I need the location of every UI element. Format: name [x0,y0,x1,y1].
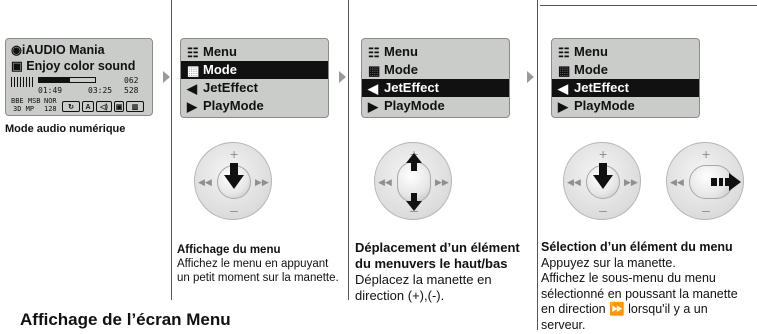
up-down-arrow-icon [406,153,422,211]
divider-2 [348,0,349,300]
elapsed-time: 01:49 [38,86,63,95]
joystick-dial-updown: + – ◀◀ ▶▶ [374,142,452,220]
top-rule [540,5,757,6]
menu-screen-2: ☷Menu ▦Mode ◀JetEffect ▶PlayMode [361,38,510,118]
menu-row: ☷Menu [558,44,608,60]
mode-line-1: NOR [44,97,57,105]
menu-row: ▶PlayMode [368,98,445,114]
minus-label: – [230,202,238,218]
divider-3 [537,0,538,330]
caption-select-item: Sélection d’un élément du menu Appuyez s… [541,240,738,332]
play-icon: ▶ [187,99,197,114]
rewind-icon: ◀◀ [567,177,581,187]
mode-line-2: 128 [44,105,57,113]
forward-icon: ▶▶ [624,177,638,187]
forward-icon: ▶▶ [255,177,269,187]
caption-title: Déplacement d’un élément [355,240,520,255]
joystick-dial-select: + – ◀◀ ▶▶ [563,142,641,220]
press-arrow-icon [224,163,244,189]
menu-icon: ☷ [558,45,570,60]
level-bars-icon [11,77,33,87]
menu-screen-1: ☷Menu ▦Mode ◀JetEffect ▶PlayMode [180,38,329,118]
step-arrow-1 [163,71,170,83]
mode-icon: ▦ [368,63,381,78]
plus-label: + [230,146,239,162]
menu-row: ◀JetEffect [187,80,258,96]
audio-title: iAUDIO Mania [21,43,105,57]
joystick-dial-press: + – ◀◀ ▶▶ [194,142,272,220]
section-heading: Affichage de l’écran Menu [20,310,231,329]
menu-row: ▦Mode [558,62,608,78]
minus-label: – [599,202,607,218]
menu-row: ▦Mode [368,62,418,78]
menu-icon: ☷ [187,45,199,60]
caption-move-item: Déplacement d’un élément du menuvers le … [355,240,520,303]
menu-row: ☷Menu [368,44,418,60]
audio-subtitle: Enjoy color sound [26,59,136,73]
speaker-icon: ◀ [187,81,197,96]
mode-icon: ▦ [558,63,571,78]
speaker-icon: ◁) [96,101,112,112]
eq-line-2: 3D MP [13,105,35,113]
speaker-icon: ◀ [558,81,568,96]
menu-row: ☷Menu [187,44,237,60]
audio-subtitle-row: ▣ Enjoy color sound [11,58,135,73]
speaker-icon: ◀ [368,81,378,96]
caption-title: Sélection d’un élément du menu [541,240,733,254]
step-arrow-2 [339,71,346,83]
joystick-dial-right: + – ◀◀ [666,142,744,220]
menu-row-selected: ◀JetEffect [362,79,509,97]
caption-title: Affichage du menu [177,244,281,256]
file-icon: ▣ [11,59,23,73]
minus-label: – [702,202,710,218]
audio-caption: Mode audio numérique [5,123,126,135]
total-time: 03:25 [88,86,113,95]
progress-fill [39,78,70,82]
play-icon: ▶ [558,99,568,114]
rewind-icon: ◀◀ [198,177,212,187]
plus-label: + [599,146,608,162]
menu-row-selected: ▦Mode [181,61,328,79]
menu-icon: ☷ [368,45,380,60]
a-mode-icon: A [82,101,94,112]
rewind-icon: ◀◀ [670,177,684,187]
eq-line-1: BBE MSB [11,97,41,105]
forward-icon: ▶▶ [435,177,449,187]
counter-bottom: 528 [124,86,139,95]
battery-icon: ▥ [126,101,144,112]
divider-1 [171,0,172,300]
right-arrow-icon [711,173,741,191]
caption-display-menu: Affichage du menu Affichez le menu en ap… [177,244,339,284]
plus-label: + [702,146,711,162]
counter-top: 062 [124,76,139,85]
menu-row: ▶PlayMode [187,98,264,114]
press-arrow-icon [593,163,613,189]
lock-icon: ▣ [114,101,124,112]
audio-lcd-screen: ◉iAUDIO Mania ▣ Enjoy color sound 062 01… [5,38,153,116]
rewind-icon: ◀◀ [378,177,392,187]
step-arrow-3 [527,71,534,83]
menu-row-selected: ◀JetEffect [552,79,699,97]
repeat-icon: ↻ [62,101,80,112]
disc-icon: ◉ [11,43,22,57]
menu-row: ▶PlayMode [558,98,635,114]
caption-title: du menuvers le haut/bas [355,256,508,271]
menu-screen-3: ☷Menu ▦Mode ◀JetEffect ▶PlayMode [551,38,700,118]
audio-title-row: ◉iAUDIO Mania [11,42,105,57]
mode-icon: ▦ [187,63,200,78]
play-icon: ▶ [368,99,378,114]
playback-progress [38,77,96,83]
